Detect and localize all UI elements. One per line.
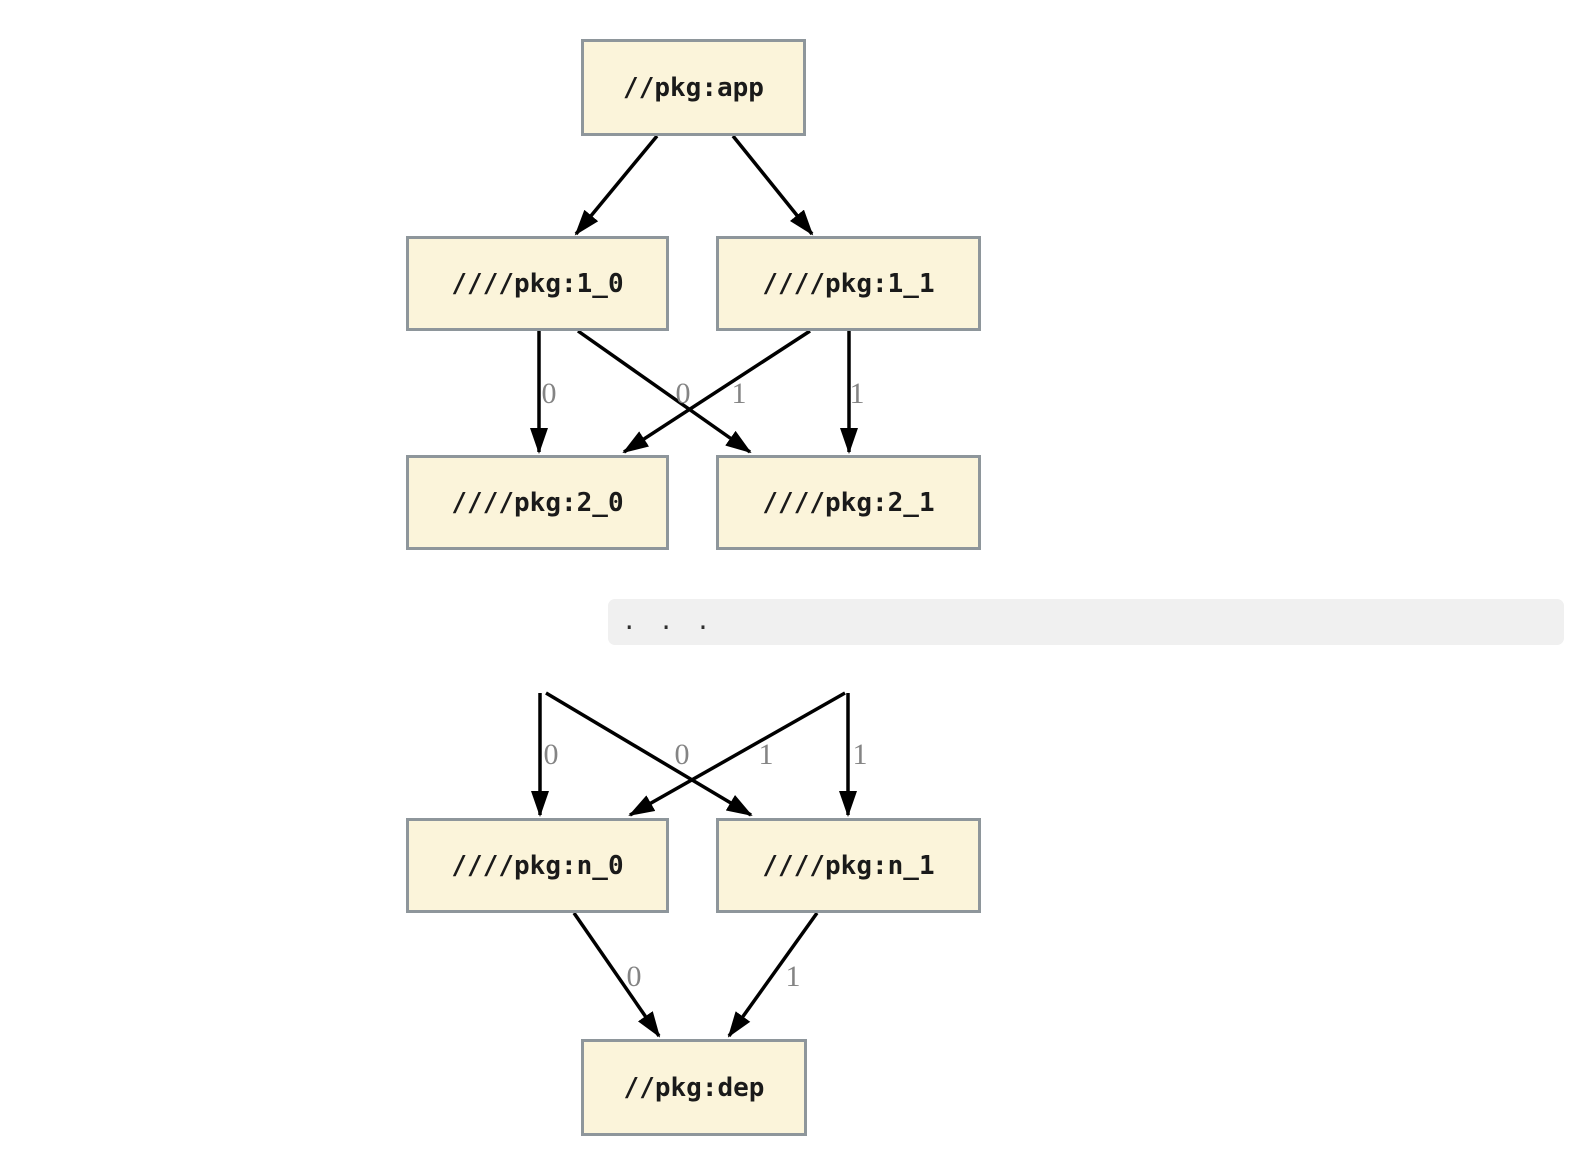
edge-ellipsis-to-n_1-cross — [545, 691, 753, 817]
edge-label-n_0-dep: 0 — [626, 960, 642, 993]
graph-node-1_0: ////pkg:1_0 — [406, 236, 669, 331]
node-label-2_1: ////pkg:2_1 — [762, 487, 935, 518]
edge-1_0-to-2_1 — [576, 329, 752, 454]
edge-label-1_1-2_1: 1 — [849, 377, 865, 410]
graph-node-2_1: ////pkg:2_1 — [716, 455, 981, 550]
edge-app-to-1_0 — [574, 134, 659, 236]
graph-node-app: //pkg:app — [581, 39, 806, 136]
node-label-app: //pkg:app — [623, 72, 764, 103]
graph-node-n_1: ////pkg:n_1 — [716, 818, 981, 913]
edge-n_0-to-dep — [572, 912, 661, 1038]
edge-label-n_0-cross: 0 — [674, 738, 690, 771]
edge-label-1_0-2_0: 0 — [541, 377, 557, 410]
graph-node-dep: //pkg:dep — [581, 1039, 807, 1136]
ellipsis-code-block: . . . — [608, 599, 1564, 645]
node-label-1_0: ////pkg:1_0 — [451, 268, 624, 299]
edge-label-n_1-dep: 1 — [785, 960, 801, 993]
node-label-dep: //pkg:dep — [623, 1072, 765, 1103]
graph-node-1_1: ////pkg:1_1 — [716, 236, 981, 331]
edge-label-n_1-straight: 1 — [852, 738, 868, 771]
edge-n_1-to-dep — [727, 911, 819, 1038]
edge-app-to-1_1 — [731, 134, 814, 236]
graph-node-2_0: ////pkg:2_0 — [406, 455, 669, 550]
node-label-1_1: ////pkg:1_1 — [762, 268, 935, 299]
edge-label-n_1-cross: 1 — [758, 738, 774, 771]
edge-label-1_0-2_1: 1 — [731, 377, 747, 410]
graph-node-n_0: ////pkg:n_0 — [406, 818, 669, 913]
node-label-2_0: ////pkg:2_0 — [451, 487, 624, 518]
edge-ellipsis-to-n_0-cross — [628, 691, 846, 817]
node-label-n_0: ////pkg:n_0 — [451, 850, 624, 881]
edge-label-n_0-straight: 0 — [543, 738, 559, 771]
edge-1_1-to-2_0 — [622, 329, 811, 454]
edge-label-1_1-2_0: 0 — [675, 377, 691, 410]
ellipsis-text: . . . — [622, 607, 715, 635]
node-label-n_1: ////pkg:n_1 — [762, 850, 935, 881]
